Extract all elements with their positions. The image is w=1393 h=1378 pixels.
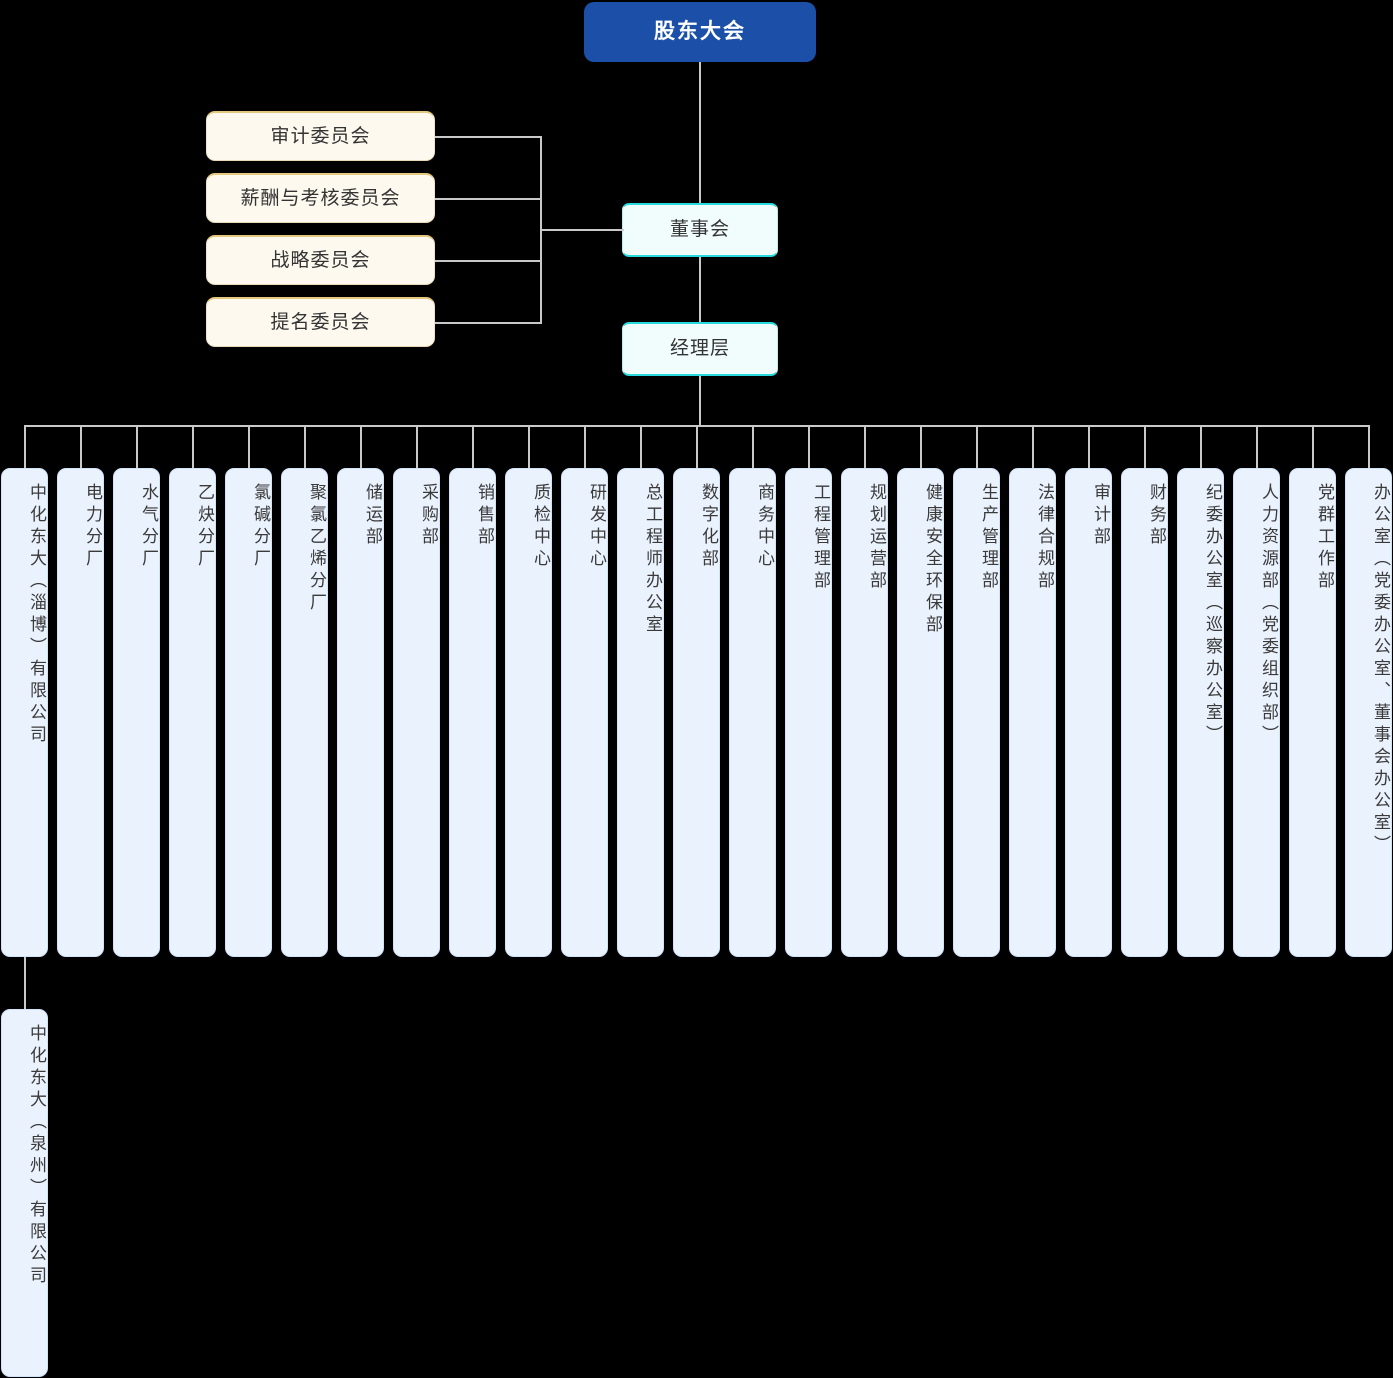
node-committee-audit[interactable]: 审计委员会 [206, 111, 435, 161]
connector-drop-9 [472, 425, 474, 468]
node-dept-engineering-management[interactable]: 工程管理部 [785, 468, 832, 957]
connector-drop-17 [920, 425, 922, 468]
node-shareholders-meeting[interactable]: 股东大会 [584, 2, 816, 62]
node-dept-acetylene-plant[interactable]: 乙炔分厂 [169, 468, 216, 957]
connector-management-to-bus [699, 376, 701, 426]
node-committee-remuneration-appraisal[interactable]: 薪酬与考核委员会 [206, 173, 435, 223]
connector-drop-19 [1032, 425, 1034, 468]
connector-drop-25 [1368, 425, 1370, 468]
connector-drop-12 [640, 425, 642, 468]
subsidiary-label: 中化东大（泉州）有限公司 [27, 1024, 46, 1288]
connector-drop-21 [1144, 425, 1146, 468]
dept-label: 财务部 [1147, 483, 1166, 549]
node-dept-production-management[interactable]: 生产管理部 [953, 468, 1000, 957]
connector-drop-15 [808, 425, 810, 468]
dept-label: 健康安全环保部 [923, 483, 942, 637]
dept-label: 质检中心 [531, 483, 550, 571]
node-dept-general-office[interactable]: 办公室（党委办公室、董事会办公室） [1345, 468, 1392, 957]
dept-label: 电力分厂 [83, 483, 102, 571]
node-subsidiary-zhonghua-dongda-quanzhou[interactable]: 中化东大（泉州）有限公司 [1, 1009, 48, 1377]
dept-label: 氯碱分厂 [251, 483, 270, 571]
connector-committee-remuneration [435, 198, 542, 200]
node-dept-water-gas-plant[interactable]: 水气分厂 [113, 468, 160, 957]
connector-committee-nomination [435, 322, 542, 324]
dept-label: 办公室（党委办公室、董事会办公室） [1371, 483, 1390, 857]
node-committee-nomination[interactable]: 提名委员会 [206, 297, 435, 347]
connector-drop-7 [360, 425, 362, 468]
node-committee-strategy[interactable]: 战略委员会 [206, 235, 435, 285]
node-dept-planning-operations[interactable]: 规划运营部 [841, 468, 888, 957]
dept-label: 总工程师办公室 [643, 483, 662, 637]
connector-drop-18 [976, 425, 978, 468]
dept-label: 聚氯乙烯分厂 [307, 483, 326, 615]
node-dept-pvc-plant[interactable]: 聚氯乙烯分厂 [281, 468, 328, 957]
connector-drop-1 [24, 425, 26, 468]
connector-drop-13 [696, 425, 698, 468]
connector-drop-8 [416, 425, 418, 468]
connector-drop-24 [1312, 425, 1314, 468]
connector-committee-to-board [540, 229, 624, 231]
dept-label: 研发中心 [587, 483, 606, 571]
dept-label: 法律合规部 [1035, 483, 1054, 593]
connector-board-to-management [699, 257, 701, 322]
dept-label: 销售部 [475, 483, 494, 549]
connector-zibo-to-quanzhou [24, 957, 26, 1009]
dept-label: 数字化部 [699, 483, 718, 571]
dept-label: 中化东大（淄博）有限公司 [27, 483, 46, 747]
dept-label: 规划运营部 [867, 483, 886, 593]
node-dept-party-mass-work[interactable]: 党群工作部 [1289, 468, 1336, 957]
connector-drop-23 [1256, 425, 1258, 468]
node-board-of-directors[interactable]: 董事会 [622, 203, 778, 257]
connector-drop-6 [304, 425, 306, 468]
connector-drop-5 [248, 425, 250, 468]
dept-label: 生产管理部 [979, 483, 998, 593]
node-dept-audit[interactable]: 审计部 [1065, 468, 1112, 957]
dept-label: 商务中心 [755, 483, 774, 571]
node-dept-sales[interactable]: 销售部 [449, 468, 496, 957]
connector-drop-16 [864, 425, 866, 468]
dept-label: 审计部 [1091, 483, 1110, 549]
node-management-layer[interactable]: 经理层 [622, 322, 778, 376]
node-dept-finance[interactable]: 财务部 [1121, 468, 1168, 957]
node-dept-human-resources[interactable]: 人力资源部（党委组织部） [1233, 468, 1280, 957]
node-dept-business-center[interactable]: 商务中心 [729, 468, 776, 957]
connector-drop-11 [584, 425, 586, 468]
connector-drop-2 [80, 425, 82, 468]
node-dept-power-plant[interactable]: 电力分厂 [57, 468, 104, 957]
connector-drop-14 [752, 425, 754, 468]
connector-drop-22 [1200, 425, 1202, 468]
node-dept-chief-engineer-office[interactable]: 总工程师办公室 [617, 468, 664, 957]
connector-drop-20 [1088, 425, 1090, 468]
dept-label: 工程管理部 [811, 483, 830, 593]
connector-committee-audit [435, 136, 542, 138]
dept-label: 人力资源部（党委组织部） [1259, 483, 1278, 747]
connector-root-to-board [699, 62, 701, 203]
dept-label: 纪委办公室（巡察办公室） [1203, 483, 1222, 747]
connector-committee-strategy [435, 260, 542, 262]
dept-label: 水气分厂 [139, 483, 158, 571]
connector-drop-3 [136, 425, 138, 468]
dept-label: 采购部 [419, 483, 438, 549]
dept-label: 党群工作部 [1315, 483, 1334, 593]
node-dept-storage-transport[interactable]: 储运部 [337, 468, 384, 957]
node-dept-health-safety-environment[interactable]: 健康安全环保部 [897, 468, 944, 957]
dept-label: 储运部 [363, 483, 382, 549]
node-dept-zhonghua-dongda-zibo[interactable]: 中化东大（淄博）有限公司 [1, 468, 48, 957]
node-dept-chlor-alkali-plant[interactable]: 氯碱分厂 [225, 468, 272, 957]
node-dept-rnd-center[interactable]: 研发中心 [561, 468, 608, 957]
connector-drop-10 [528, 425, 530, 468]
node-dept-discipline-inspection-office[interactable]: 纪委办公室（巡察办公室） [1177, 468, 1224, 957]
node-dept-legal-compliance[interactable]: 法律合规部 [1009, 468, 1056, 957]
node-dept-quality-inspection-center[interactable]: 质检中心 [505, 468, 552, 957]
node-dept-procurement[interactable]: 采购部 [393, 468, 440, 957]
dept-label: 乙炔分厂 [195, 483, 214, 571]
node-dept-digitalization[interactable]: 数字化部 [673, 468, 720, 957]
connector-drop-4 [192, 425, 194, 468]
